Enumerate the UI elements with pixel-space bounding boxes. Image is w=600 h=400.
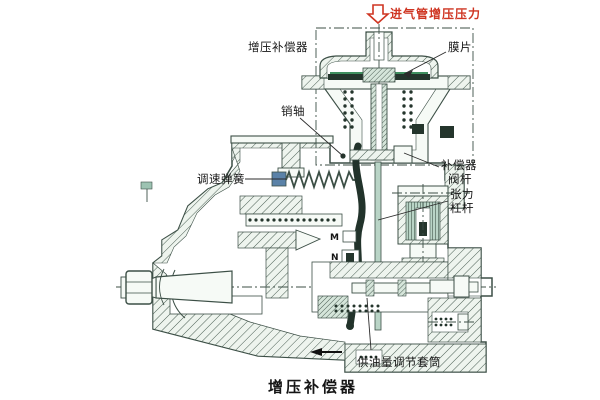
governor-flyweight-assembly (169, 195, 343, 319)
annotations: 进气管增压压力 增压补偿器 膜片 销轴 调速弹簧 补偿器 阀杆 张力 杠杆 供油… (197, 4, 481, 396)
pump-housing (152, 139, 493, 373)
tension-lever-label-line2: 杠杆 (450, 201, 474, 215)
side-adjust-bolt (429, 247, 482, 298)
fuel-adjust-sleeve-assembly (311, 261, 471, 319)
governor-spring-coil (271, 169, 357, 190)
governor-cover (140, 135, 334, 202)
diaphragm-label: 膜片 (448, 40, 472, 54)
boost-compensator-unit (301, 24, 474, 168)
tension-lever-label-line1: 张力 (450, 187, 474, 201)
intake-pressure-text: 进气管增压压力 (390, 6, 481, 21)
plunger-element (392, 184, 470, 272)
down-arrow-icon (365, 4, 391, 25)
valve-stem-label-line2: 阀杆 (448, 172, 472, 186)
valve-stem-label-line1: 补偿器 (441, 158, 477, 172)
motion-arrow-left (310, 348, 322, 356)
shaft-hex-nut (120, 270, 153, 305)
marker-m: M (330, 233, 339, 243)
marker-n: N (331, 253, 339, 263)
leader-lines (245, 51, 449, 351)
diaphragm-part (328, 67, 430, 83)
diagram-title: 增压补偿器 (268, 378, 358, 396)
bottom-plate (310, 343, 487, 373)
phantom-boundary (315, 27, 474, 166)
governor-spring-label: 调速弹簧 (197, 172, 245, 186)
compensator-top-label: 增压补偿器 (248, 40, 308, 54)
pin-shaft-label: 销轴 (281, 104, 305, 118)
compensator-valve-bolt (349, 145, 413, 164)
fuel-sleeve-label: 供油量调节套筒 (357, 355, 441, 369)
intake-pressure-label: 进气管增压压力 (365, 4, 481, 25)
delivery-valve (427, 297, 482, 343)
compensator-springs (343, 90, 413, 129)
